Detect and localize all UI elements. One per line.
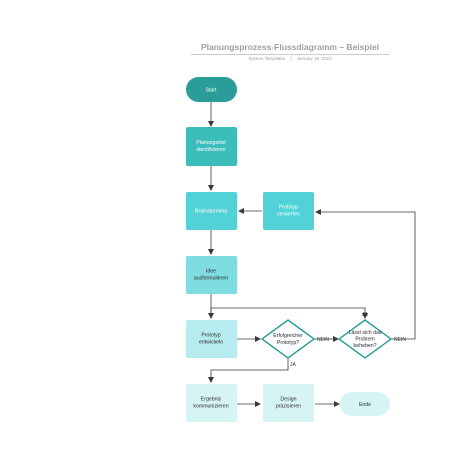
title-divider xyxy=(191,54,389,55)
edge-label-ja-2: JA xyxy=(290,362,297,368)
node-entwickeln-line2: entwickeln xyxy=(199,340,223,346)
node-brainstorming: Brainstorming xyxy=(186,192,237,230)
node-problem-line3: beheben? xyxy=(353,343,376,349)
node-erfolgreicher-prototyp: Erfolgreicher Prototyp? xyxy=(260,319,316,359)
meta-separator: | xyxy=(290,56,292,61)
node-prototyp-entwickeln: Prototyp entwickeln xyxy=(186,320,237,358)
node-prototyp-verwerfen: Prototyp verwerfen xyxy=(263,192,314,230)
node-verwerfen-line1: Prototyp xyxy=(279,205,298,211)
node-design: Design präzisieren xyxy=(263,384,314,422)
node-idee: Idee ausformulieren xyxy=(186,256,237,294)
node-ergebnis-line2: kommunizieren xyxy=(193,404,228,410)
node-problem-line2: Problem xyxy=(355,337,374,343)
edge-label-ja-1: JA xyxy=(362,312,369,318)
node-ergebnis-line1: Ergebnis xyxy=(201,397,222,403)
edge-erfolg-ergebnis xyxy=(208,358,289,383)
node-planungsziel-line2: identifizieren xyxy=(196,147,225,153)
node-start: Start xyxy=(186,77,237,102)
node-verwerfen-line2: verwerfen xyxy=(277,212,300,218)
edge-loop-problem xyxy=(210,307,368,319)
node-design-line1: Design xyxy=(280,397,296,403)
node-idee-line2: ausformulieren xyxy=(194,276,228,282)
date-label: January 19, 2023 xyxy=(296,56,332,61)
node-problem-beheben: Lässt sich das Problem beheben? xyxy=(337,319,393,359)
node-planungsziel-line1: Planungsziel xyxy=(196,140,225,146)
node-planungsziel: Planungsziel identifizieren xyxy=(186,127,237,166)
node-start-label: Start xyxy=(206,88,218,94)
edge-label-nein-1: NEIN xyxy=(317,337,329,343)
node-erfolg-line1: Erfolgreicher xyxy=(273,333,303,339)
node-erfolg-line2: Prototyp? xyxy=(277,340,299,346)
node-brainstorming-label: Brainstorming xyxy=(195,209,227,215)
node-ende: Ende xyxy=(340,392,390,416)
node-design-line2: präzisieren xyxy=(276,404,301,410)
edge-label-nein-2: NEIN xyxy=(394,337,406,343)
node-problem-line1: Lässt sich das xyxy=(349,330,382,336)
node-idee-line1: Idee xyxy=(206,269,216,275)
connectors xyxy=(208,102,416,407)
diagram-meta: System Templates | January 19, 2023 xyxy=(190,56,390,61)
diagram-title: Planungsprozess-Flussdiagramm – Beispiel xyxy=(200,42,380,52)
edge-problem-verwerfen xyxy=(315,209,416,340)
node-entwickeln-line1: Prototyp xyxy=(201,333,220,339)
node-ende-label: Ende xyxy=(359,402,371,408)
author-label: System Templates xyxy=(248,56,286,61)
node-ergebnis: Ergebnis kommunizieren xyxy=(186,384,237,422)
